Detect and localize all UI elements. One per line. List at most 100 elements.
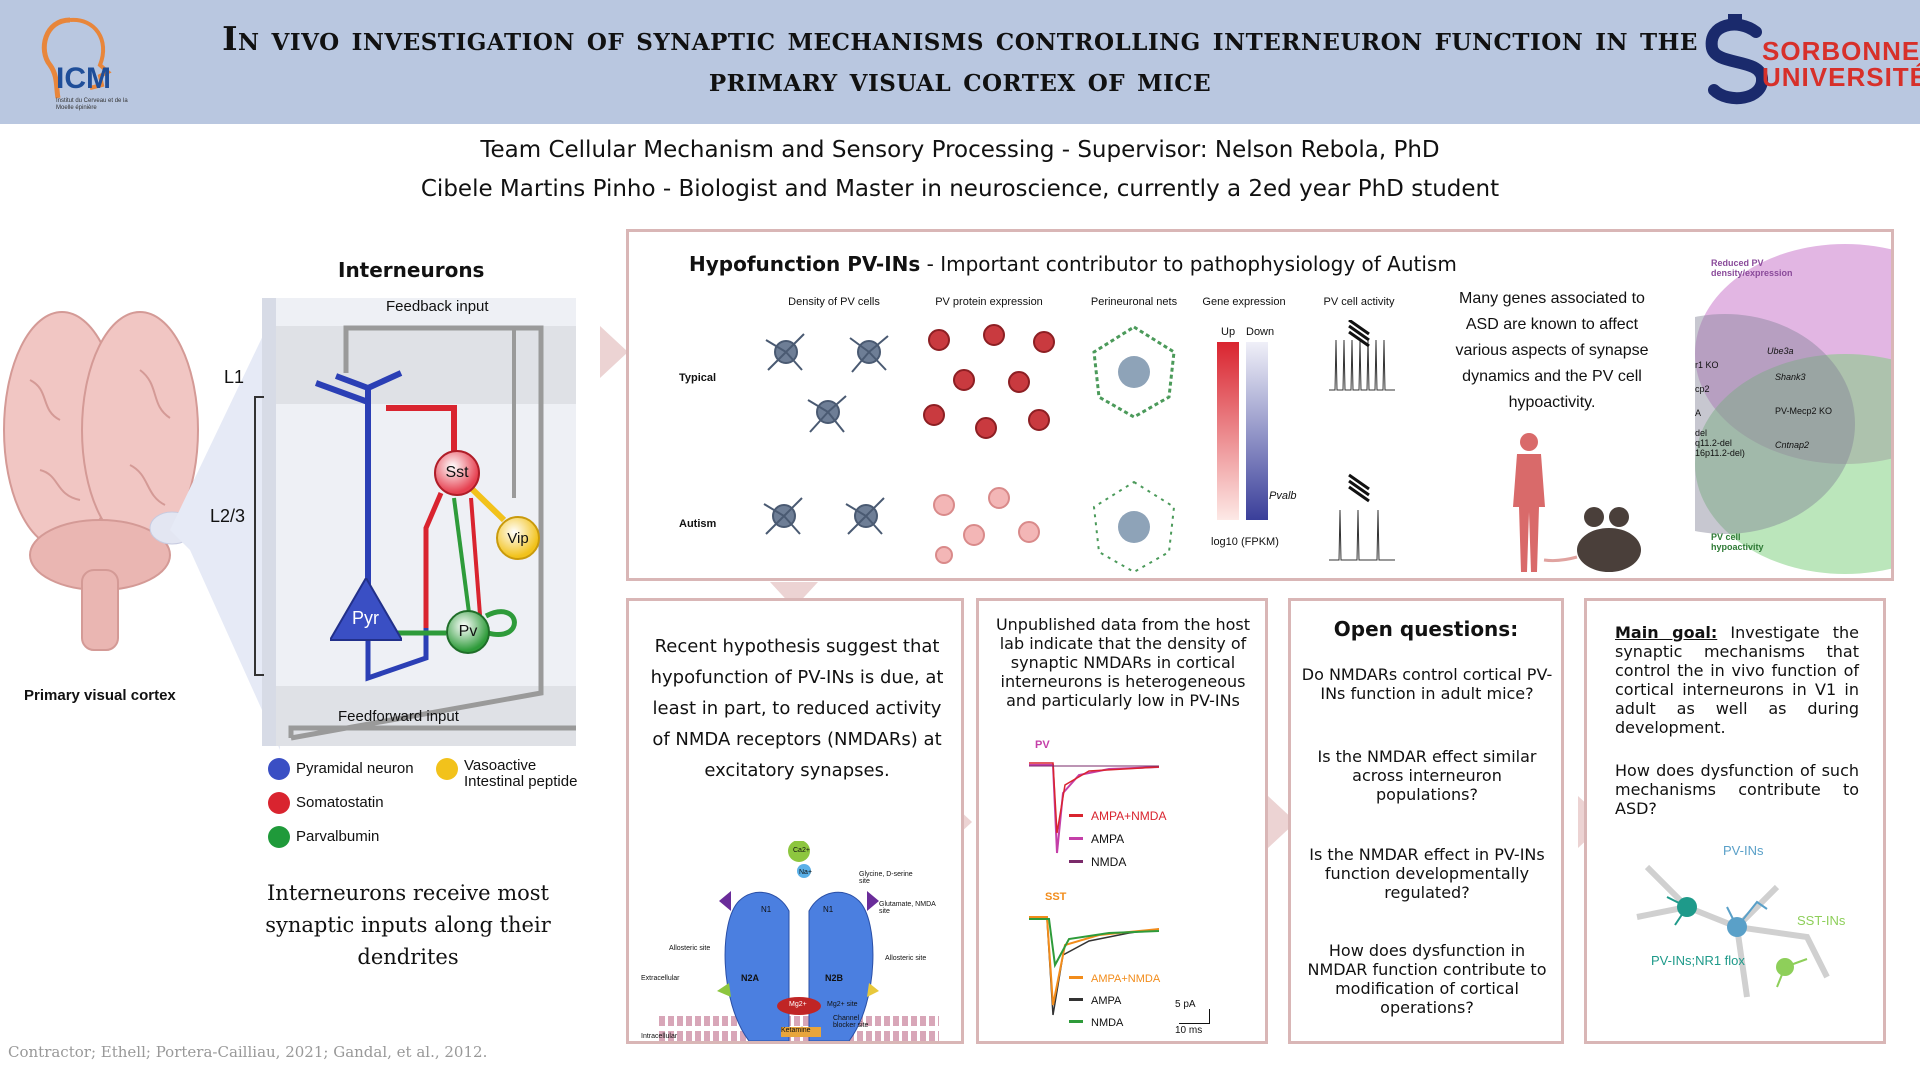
venn-bottom-label: PV cell hypoactivity xyxy=(1711,532,1764,552)
top-panel-hypofunction: Hypofunction PV-INs - Important contribu… xyxy=(626,229,1894,581)
author-line: Cibele Martins Pinho - Biologist and Mas… xyxy=(420,176,1500,202)
layer-bracket xyxy=(254,396,264,676)
human-mouse-figure xyxy=(1513,433,1641,572)
scale-y-label: 5 pA xyxy=(1175,999,1196,1010)
question-4: How does dysfunction in NMDAR function c… xyxy=(1307,941,1547,1017)
nmda-receptor-figure xyxy=(659,841,939,1041)
venn-top-label: Reduced PV density/expression xyxy=(1711,258,1793,278)
row-typical: Typical xyxy=(679,372,717,384)
sst-legend: AMPA+NMDA AMPA NMDA xyxy=(1069,969,1209,1035)
gene-up-column xyxy=(1217,342,1239,520)
hypothesis-text: Recent hypothesis suggest that hypofunct… xyxy=(650,636,944,781)
pv-traces xyxy=(1029,762,1159,854)
protein-neurons-figure xyxy=(923,324,1055,564)
nmda-glycine-label: Glycine, D-serine site xyxy=(859,871,913,885)
scale-x-label: 10 ms xyxy=(1175,1025,1203,1036)
pv-legend-nmda-label: NMDA xyxy=(1091,855,1127,869)
genes-text: Many genes associated to ASD are known t… xyxy=(1455,290,1649,411)
venn-item-q11: q11.2-del xyxy=(1695,438,1732,448)
cell-sst-label: Sst xyxy=(445,464,469,481)
nmda-intracellular-label: Intracellular xyxy=(641,1033,678,1040)
layer-l1-band xyxy=(276,326,576,404)
goal-text: Main goal: Investigate the synaptic mech… xyxy=(1615,623,1859,737)
sorbonne-s-icon xyxy=(1705,14,1768,104)
row-autism: Autism xyxy=(679,518,717,530)
nmda-mg-label: Mg2+ xyxy=(789,1001,807,1008)
pv-ins-label: PV-INs xyxy=(1723,843,1764,858)
circuit-diagram: Sst Vip Pyr Pv Feedback input Feedforwar… xyxy=(262,298,576,746)
goal-body: Investigate the synaptic mechanisms that… xyxy=(1615,623,1859,737)
fpkm-label: log10 (FPKM) xyxy=(1211,536,1279,548)
nmda-ca-label: Ca2+ xyxy=(793,847,810,854)
legend-pyramidal-label: Pyramidal neuron xyxy=(296,760,414,777)
venn-item-shank3: Shank3 xyxy=(1775,372,1806,382)
sorbonne-name-line1: SORBONNE xyxy=(1762,36,1920,66)
heading-bold: Hypofunction PV-INs xyxy=(689,252,921,276)
poster-title: In vivo investigation of synaptic mechan… xyxy=(222,19,1698,99)
nmda-n2a-label: N2A xyxy=(741,973,760,983)
nmda-extracellular-label: Extracellular xyxy=(641,975,680,982)
projection-wedge xyxy=(170,300,280,750)
gene-down-label: Down xyxy=(1246,326,1275,338)
venn-item-pv-mecp2: PV-Mecp2 KO xyxy=(1775,406,1833,416)
venn-item-del: del xyxy=(1695,428,1708,438)
icm-logo-text: ICM xyxy=(56,62,111,95)
sorbonne-logo xyxy=(1698,14,1778,106)
nmda-allo-right-label: Allosteric site xyxy=(885,955,927,962)
nmda-glutamate-label: Glutamate, NMDA site xyxy=(879,901,936,915)
sst-ins-label: SST-INs xyxy=(1797,913,1846,928)
venn-item-cntnap2: Cntnap2 xyxy=(1775,440,1810,450)
questions-title: Open questions: xyxy=(1333,617,1519,641)
legend-pyramidal-swatch xyxy=(268,758,290,780)
activity-traces-figure xyxy=(1329,320,1395,561)
venn-item-a: A xyxy=(1695,408,1702,418)
goal-question: How does dysfunction of such mechanisms … xyxy=(1615,761,1859,818)
gene-down-column xyxy=(1246,342,1268,520)
goal-label: Main goal: xyxy=(1615,623,1718,642)
team-line: Team Cellular Mechanism and Sensory Proc… xyxy=(480,137,1440,163)
pv-legend: AMPA+NMDA AMPA NMDA xyxy=(1069,807,1209,876)
question-2: Is the NMDAR effect similar across inter… xyxy=(1317,747,1537,804)
brain-caption: Primary visual cortex xyxy=(24,687,176,704)
pvalb-label: Pvalb xyxy=(1269,490,1297,502)
cell-pyr-label: Pyr xyxy=(352,608,379,628)
sst-legend-item-ampa: AMPA xyxy=(1069,991,1209,1013)
nmda-mg-site-label: Mg2+ site xyxy=(827,1001,858,1008)
cell-pv: Pv xyxy=(446,610,490,654)
gene-up-label: Up xyxy=(1221,326,1236,338)
sst-legend-item-nmda: NMDA xyxy=(1069,1013,1209,1035)
cell-pv-label: Pv xyxy=(458,623,478,640)
cell-pyr: Pyr xyxy=(328,576,404,650)
legend-parvalbumin-swatch xyxy=(268,826,290,848)
perineuronal-nets-figure xyxy=(1092,325,1176,574)
nmda-allo-left-label: Allosteric site xyxy=(669,945,711,952)
pv-legend-item-ampa: AMPA xyxy=(1069,830,1209,853)
question-1: Do NMDARs control cortical PV-INs functi… xyxy=(1301,665,1553,703)
legend-parvalbumin-label: Parvalbumin xyxy=(296,828,380,845)
hypothesis-panel: Recent hypothesis suggest that hypofunct… xyxy=(626,598,964,1044)
icm-logo xyxy=(30,10,140,115)
legend-vip-label: Vasoactive Intestinal peptide xyxy=(464,757,578,790)
nmda-ketamine-label: Ketamine xyxy=(781,1027,811,1034)
heading-rest: - Important contributor to pathophysiolo… xyxy=(920,252,1457,276)
col-gene: Gene expression xyxy=(1202,296,1286,308)
cell-vip-label: Vip xyxy=(507,529,529,547)
venn-item-cp2: cp2 xyxy=(1695,384,1710,394)
pv-legend-ampa-nmda-label: AMPA+NMDA xyxy=(1091,809,1167,823)
density-neurons-figure xyxy=(763,333,889,535)
interneurons-title: Interneurons xyxy=(338,258,485,282)
icm-logo-subtext: Institut du Cerveau et de la Moelle épin… xyxy=(56,98,128,111)
pv-legend-item-nmda: NMDA xyxy=(1069,853,1209,876)
references: Contractor; Ethell; Portera-Cailliau, 20… xyxy=(8,1043,488,1061)
data-text: Unpublished data from the host lab indic… xyxy=(995,615,1251,710)
question-3: Is the NMDAR effect in PV-INs function d… xyxy=(1309,845,1545,902)
feedforward-label: Feedforward input xyxy=(338,708,459,725)
pv-trace-label: PV xyxy=(1035,739,1050,751)
sorbonne-name-line2: UNIVERSITÉ xyxy=(1762,62,1920,92)
interneuron-sketch xyxy=(1636,864,1830,998)
scale-bar xyxy=(1179,1009,1210,1024)
sst-legend-ampa-label: AMPA xyxy=(1091,995,1122,1007)
venn-item-16p11: 16p11.2-del) xyxy=(1695,448,1745,458)
pv-legend-ampa-label: AMPA xyxy=(1091,832,1125,846)
sst-traces xyxy=(1029,916,1159,1016)
